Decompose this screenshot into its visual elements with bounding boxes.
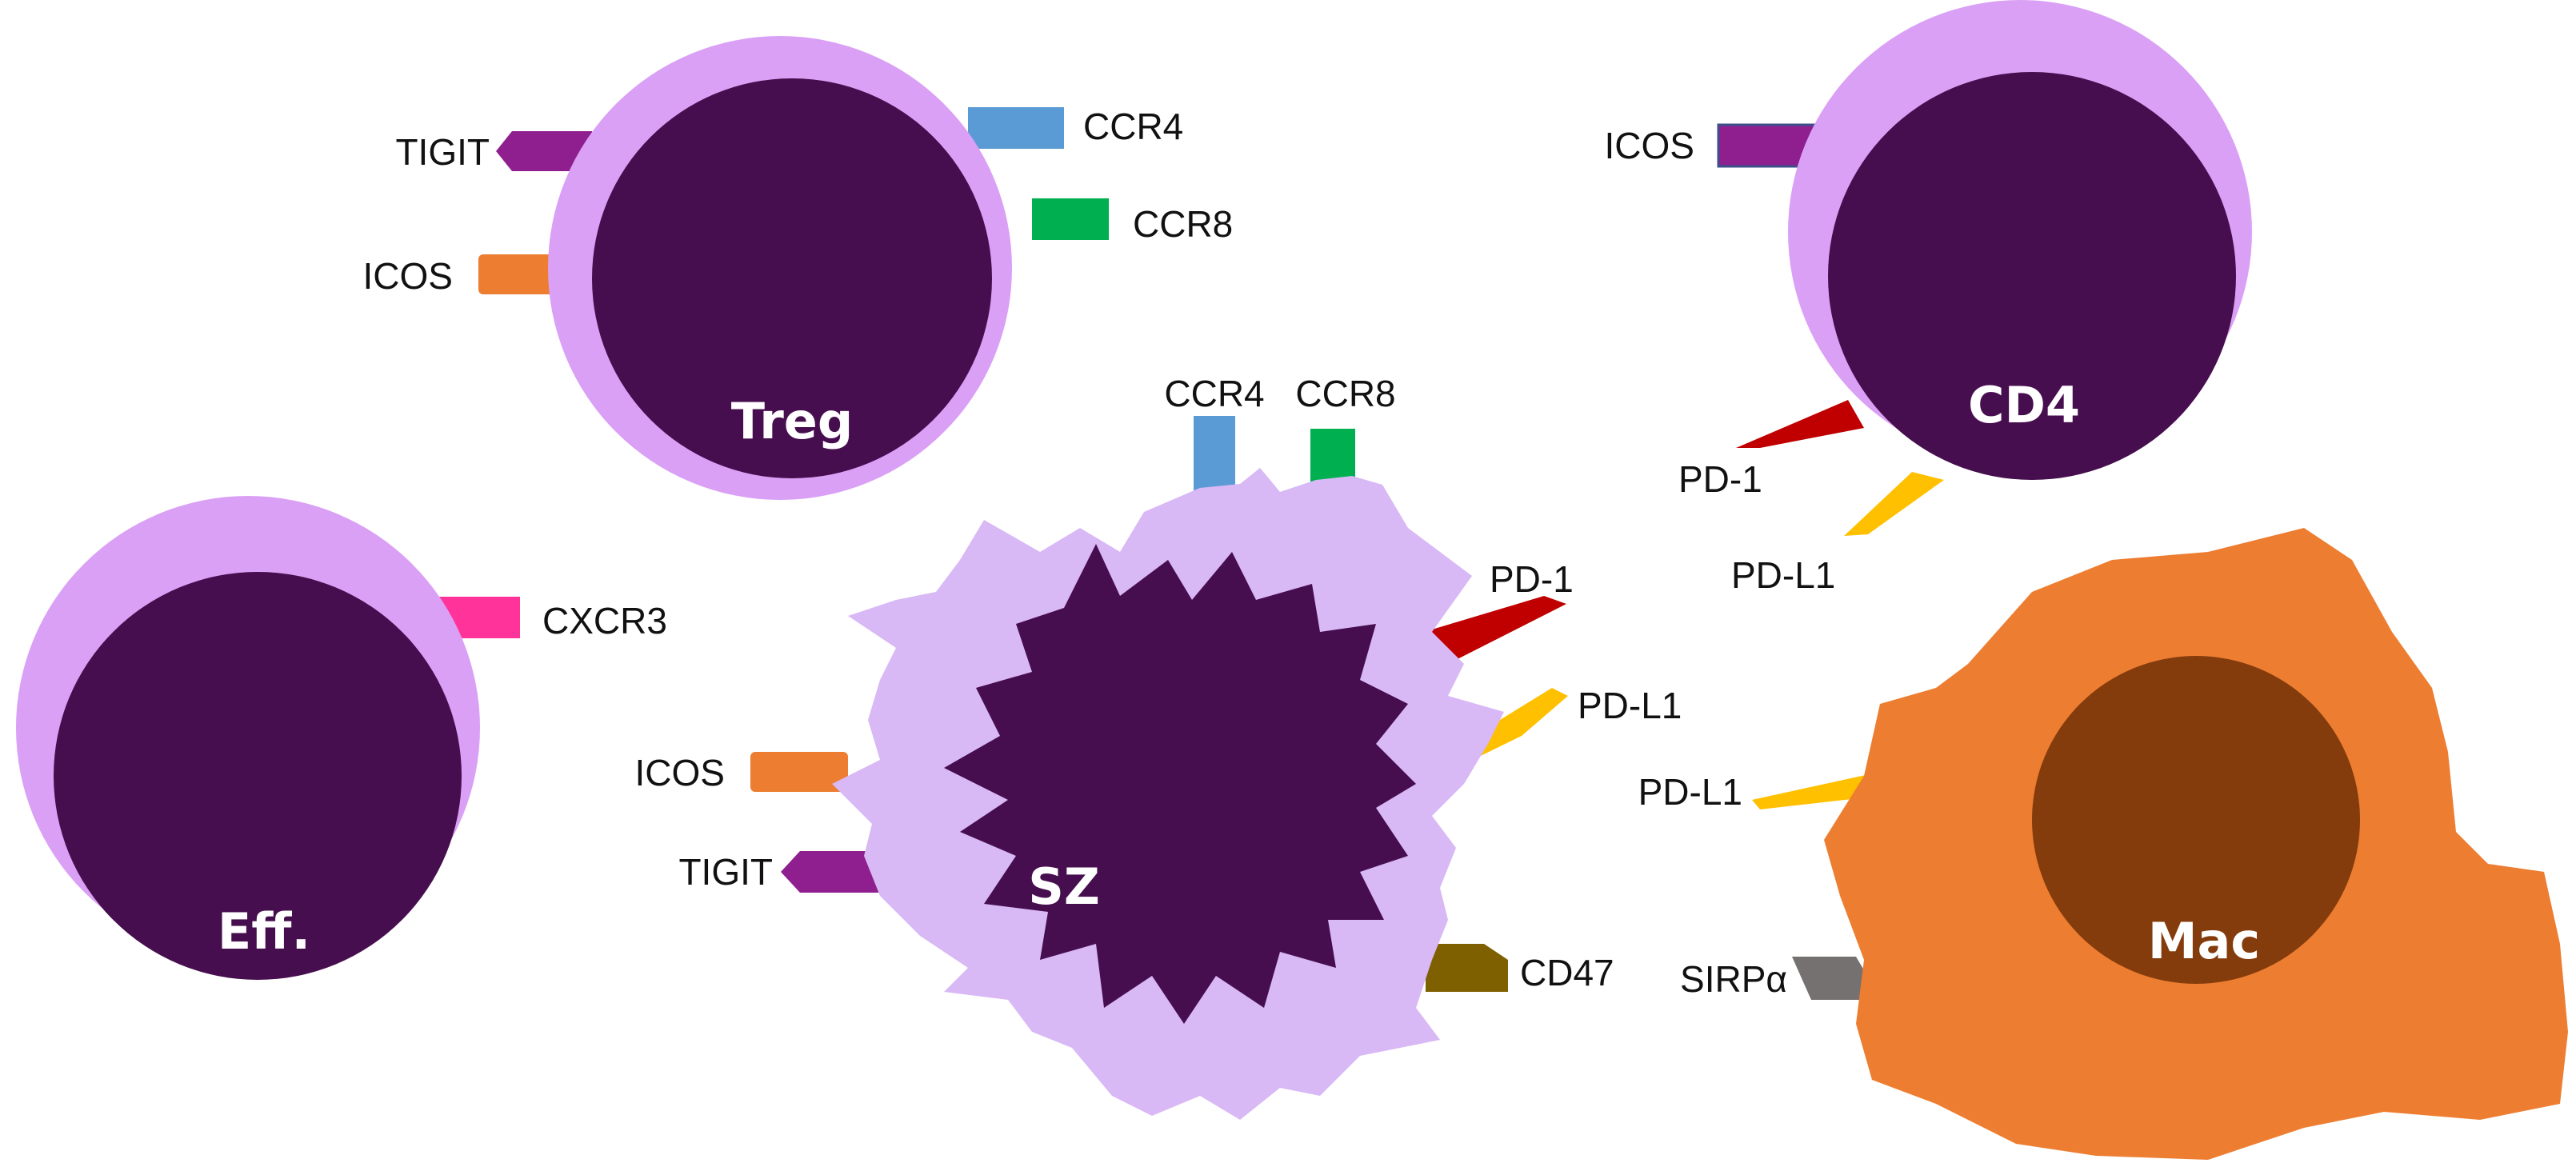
sz-cell: SZ CCR4 CCR8 PD-1 PD-L1 ICOS TIGIT CD47 [635,373,1682,1120]
cd4-icos-label: ICOS [1605,125,1694,166]
sz-tigit-label: TIGIT [678,851,773,893]
treg-cell: Treg TIGIT ICOS CCR4 CCR8 [363,36,1233,500]
sz-nucleus [944,544,1416,1024]
sz-pdl1-label: PD-L1 [1578,685,1682,726]
sz-cd47-label: CD47 [1520,952,1614,993]
treg-nucleus [592,78,992,478]
treg-ccr8-label: CCR8 [1133,203,1233,245]
sz-cd47-receptor [1426,944,1508,992]
mac-sirpa-receptor [1792,957,1872,1000]
cd4-pd1-receptor [1736,400,1864,448]
sz-icos-receptor [750,752,848,792]
treg-ccr8-receptor [1032,198,1109,240]
treg-tigit-receptor [496,131,598,171]
mac-label: Mac [2148,912,2260,970]
sz-label: SZ [1028,857,1100,916]
mac-nucleus [2032,656,2360,984]
treg-icos-receptor [478,254,566,294]
treg-ccr4-receptor [968,107,1064,149]
mac-cell: Mac PD-L1 SIRPα [1638,528,2568,1160]
mac-pdl1-receptor [1752,772,1880,809]
treg-ccr4-label: CCR4 [1083,106,1183,147]
treg-label: Treg [731,392,854,450]
eff-cell: Eff. CXCR3 [16,496,667,980]
treg-tigit-label: TIGIT [395,131,490,173]
treg-icos-label: ICOS [363,255,453,297]
sz-tigit-receptor [781,851,880,893]
cd4-nucleus [1828,72,2236,480]
cd4-pdl1-label: PD-L1 [1731,554,1835,596]
sz-ccr8-label: CCR8 [1295,373,1395,414]
cd4-label: CD4 [1968,376,2080,434]
eff-nucleus [54,572,462,980]
mac-pdl1-label: PD-L1 [1638,771,1742,813]
sz-icos-label: ICOS [635,752,725,793]
cd4-pd1-label: PD-1 [1678,458,1762,500]
cd4-cell: CD4 ICOS PD-1 PD-L1 [1605,0,2252,596]
sz-pd1-receptor [1422,596,1566,664]
sz-ccr4-label: CCR4 [1164,373,1264,414]
mac-sirpa-label: SIRPα [1680,958,1787,1000]
cd4-pdl1-receptor [1844,472,1944,536]
eff-label: Eff. [218,902,310,961]
sz-pd1-label: PD-1 [1490,558,1574,600]
eff-cxcr3-label: CXCR3 [542,600,667,641]
